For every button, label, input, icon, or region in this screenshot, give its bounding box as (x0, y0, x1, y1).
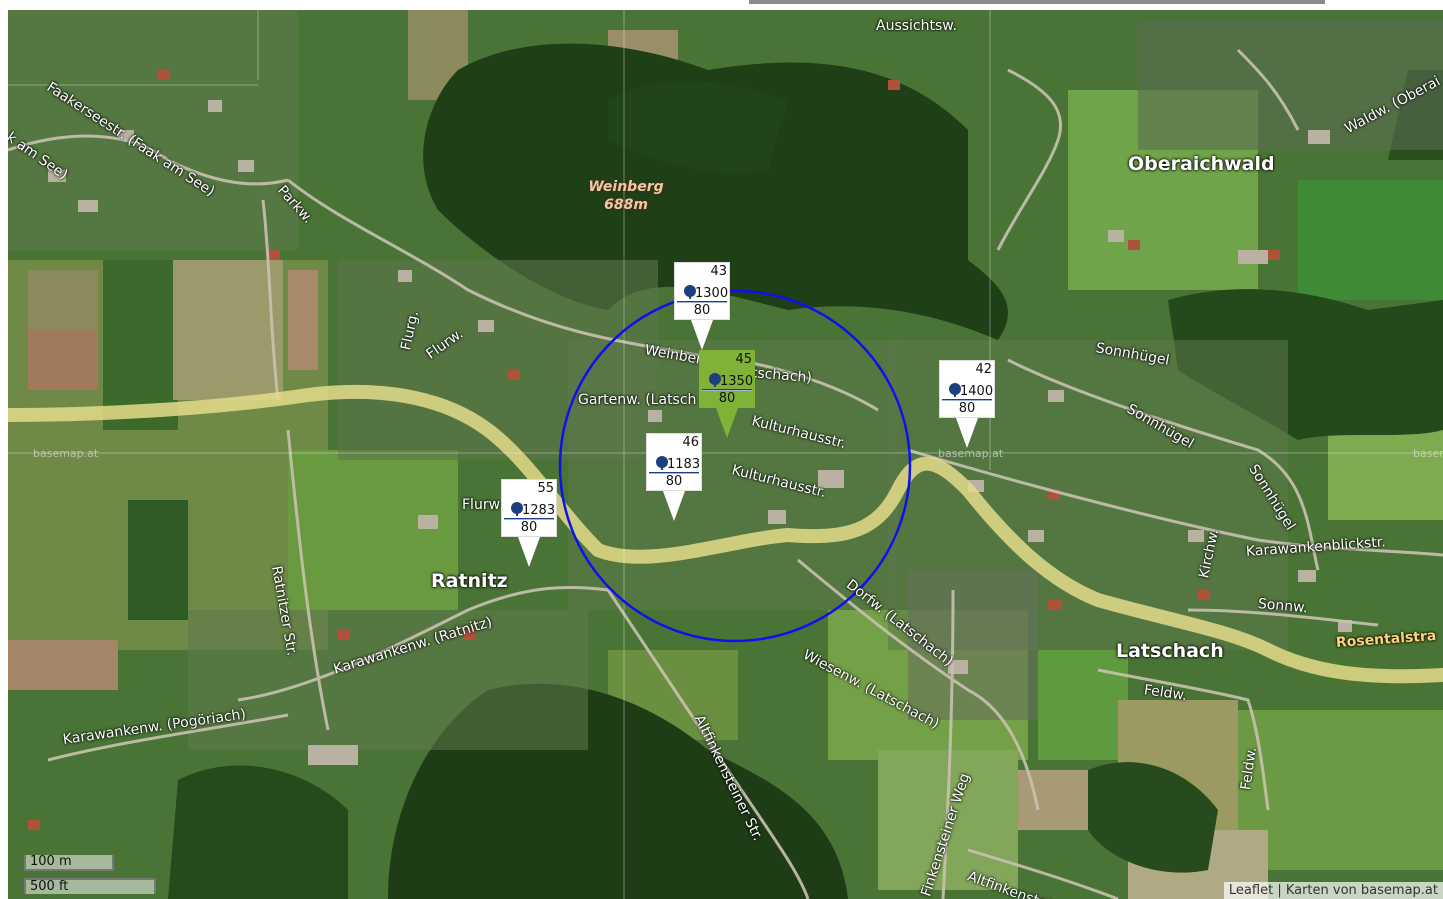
marker-card[interactable]: 55 1283 80 (501, 479, 557, 537)
marker-number: 43 (710, 264, 727, 279)
marker-divider (649, 473, 699, 474)
marker-value: 80 (718, 391, 736, 406)
marker-divider (504, 519, 554, 520)
peak-label: Weinberg 688m (586, 178, 666, 214)
marker-divider (702, 389, 752, 390)
marker-pointer (716, 408, 738, 438)
place-label-latschach: Latschach (1116, 640, 1224, 662)
scale-metric: 100 m (24, 855, 114, 871)
marker-pointer (956, 418, 978, 448)
peak-name: Weinberg (588, 179, 664, 195)
map-marker-45-selected[interactable]: 45 1350 80 (699, 350, 755, 438)
map-marker-42[interactable]: 42 1400 80 (939, 360, 995, 448)
location-pin-icon (684, 285, 696, 299)
highlighted-road (8, 384, 1443, 684)
marker-number: 55 (537, 481, 554, 496)
place-label-oberaichwald: Oberaichwald (1128, 153, 1275, 175)
marker-card[interactable]: 42 1400 80 (939, 360, 995, 418)
marker-value: 80 (665, 474, 683, 489)
map-marker-46[interactable]: 46 1183 80 (646, 433, 702, 521)
marker-altitude: 1283 (522, 503, 556, 518)
watermark: basemap.at (938, 447, 1004, 460)
marker-divider (702, 390, 752, 391)
marker-number: 46 (682, 435, 699, 450)
map-marker-55[interactable]: 55 1283 80 (501, 479, 557, 567)
marker-card[interactable]: 43 1300 80 (674, 262, 730, 320)
marker-card[interactable]: 46 1183 80 (646, 433, 702, 491)
peak-elevation: 688m (604, 197, 648, 213)
watermark: basemap.at (33, 447, 99, 460)
aerial-imagery (8, 10, 1443, 899)
street-label: Gartenw. (Latsch (578, 392, 697, 408)
map-marker-43[interactable]: 43 1300 80 (674, 262, 730, 350)
location-pin-icon (511, 502, 523, 516)
marker-divider (942, 399, 992, 400)
scale-imperial: 500 ft (24, 878, 156, 894)
marker-altitude: 1400 (960, 384, 994, 399)
location-pin-icon (949, 383, 961, 397)
marker-card[interactable]: 45 1350 80 (699, 350, 755, 408)
location-pin-icon (709, 373, 721, 387)
marker-altitude: 1350 (720, 374, 754, 389)
marker-divider (504, 518, 554, 519)
radius-circle[interactable] (558, 289, 912, 643)
street-label: Flurw (462, 497, 501, 513)
place-label-ratnitz: Ratnitz (431, 570, 508, 592)
marker-value: 80 (958, 401, 976, 416)
marker-pointer (691, 320, 713, 350)
top-image-strip (749, 0, 1325, 4)
marker-divider (677, 302, 727, 303)
map-view[interactable]: basemap.at basemap.at basemap.at Oberaic… (8, 10, 1443, 899)
marker-value: 80 (693, 303, 711, 318)
marker-number: 45 (735, 352, 752, 367)
watermark: basemap.at (1413, 447, 1443, 460)
location-pin-icon (656, 456, 668, 470)
marker-divider (942, 400, 992, 401)
marker-divider (677, 301, 727, 302)
marker-pointer (518, 537, 540, 567)
marker-value: 80 (520, 520, 538, 535)
marker-pointer (663, 491, 685, 521)
marker-altitude: 1300 (695, 286, 729, 301)
marker-number: 42 (975, 362, 992, 377)
marker-divider (649, 472, 699, 473)
map-attribution[interactable]: Leaflet | Karten von basemap.at (1223, 882, 1443, 899)
street-label: Aussichtsw. (876, 18, 957, 34)
marker-altitude: 1183 (667, 457, 701, 472)
